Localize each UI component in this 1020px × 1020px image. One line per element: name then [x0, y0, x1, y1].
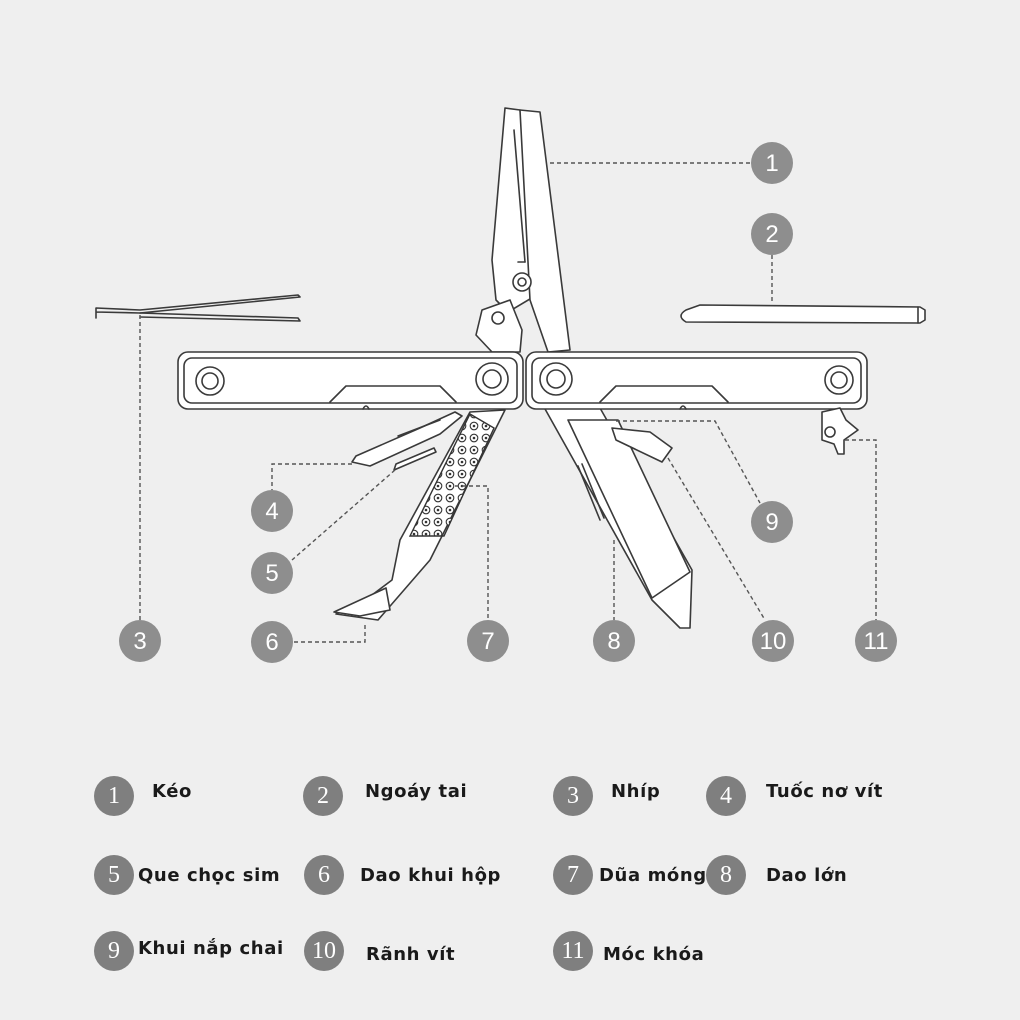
legend-badge-9: 9 — [94, 931, 134, 971]
callout-5-number: 5 — [265, 560, 278, 587]
callout-10: 10 — [752, 620, 794, 662]
callout-3-number: 3 — [133, 628, 146, 655]
legend-label-3: Nhíp — [611, 780, 661, 802]
legend-badge-10: 10 — [304, 931, 344, 971]
legend-label-4: Tuốc nơ vít — [766, 780, 883, 802]
scissors-part — [475, 107, 571, 353]
callout-11-number: 11 — [864, 628, 889, 655]
legend-item-3: 3 Nhíp — [553, 775, 660, 817]
key-ring-part — [821, 407, 859, 455]
nail-file-part — [408, 413, 495, 537]
callout-4: 4 — [251, 490, 293, 532]
callout-7: 7 — [467, 620, 509, 662]
callout-8-number: 8 — [607, 628, 620, 655]
legend-item-9: 9 Khui nắp chai — [94, 930, 284, 972]
legend-label-9: Khui nắp chai — [138, 937, 284, 959]
legend-item-7: 7 Dũa móng — [553, 854, 707, 896]
legend-badge-3: 3 — [553, 776, 593, 816]
legend-label-6: Dao khui hộp — [360, 864, 502, 886]
callout-7-number: 7 — [481, 628, 494, 655]
legend-badge-1: 1 — [94, 776, 134, 816]
callout-11: 11 — [855, 620, 897, 662]
callout-3: 3 — [119, 620, 161, 662]
callout-6-number: 6 — [265, 629, 278, 656]
callout-10-number: 10 — [760, 628, 787, 655]
legend-label-1: Kéo — [152, 780, 193, 802]
legend-label-11: Móc khóa — [603, 943, 705, 965]
callout-4-number: 4 — [265, 498, 278, 525]
legend-item-8: 8 Dao lớn — [706, 854, 847, 896]
right-handle — [525, 351, 868, 410]
legend-item-10: 10 Rãnh vít — [304, 930, 455, 972]
left-handle — [177, 351, 524, 410]
tweezers-part — [95, 294, 301, 322]
ear-pick-part — [680, 304, 926, 324]
callout-1: 1 — [751, 142, 793, 184]
legend-item-6: 6 Dao khui hộp — [304, 854, 501, 896]
leader-lines — [139, 162, 877, 643]
sim-pin-part — [393, 447, 437, 471]
legend-item-4: 4 Tuốc nơ vít — [706, 775, 883, 817]
legend-badge-2: 2 — [303, 776, 343, 816]
callout-6: 6 — [251, 621, 293, 663]
legend-badge-7: 7 — [553, 855, 593, 895]
screwdriver-part — [351, 411, 463, 467]
legend-item-1: 1 Kéo — [94, 775, 192, 817]
legend-label-10: Rãnh vít — [366, 943, 456, 965]
legend-badge-6: 6 — [304, 855, 344, 895]
slot-tool-part — [611, 427, 673, 463]
legend-badge-4: 4 — [706, 776, 746, 816]
legend-badge-8: 8 — [706, 855, 746, 895]
callout-2: 2 — [751, 213, 793, 255]
callout-1-number: 1 — [765, 150, 778, 177]
legend-badge-5: 5 — [94, 855, 134, 895]
legend-label-8: Dao lớn — [766, 864, 848, 886]
legend-item-2: 2 Ngoáy tai — [303, 775, 467, 817]
callout-9-number: 9 — [765, 509, 778, 536]
legend-label-2: Ngoáy tai — [365, 780, 468, 802]
callout-9: 9 — [751, 501, 793, 543]
callout-5: 5 — [251, 552, 293, 594]
legend-label-5: Que chọc sim — [138, 864, 281, 886]
legend-item-11: 11 Móc khóa — [553, 930, 704, 972]
legend-item-5: 5 Que chọc sim — [94, 854, 280, 896]
callout-8: 8 — [593, 620, 635, 662]
callout-2-number: 2 — [765, 221, 778, 248]
legend-label-7: Dũa móng — [599, 864, 707, 886]
legend-badge-11: 11 — [553, 931, 593, 971]
